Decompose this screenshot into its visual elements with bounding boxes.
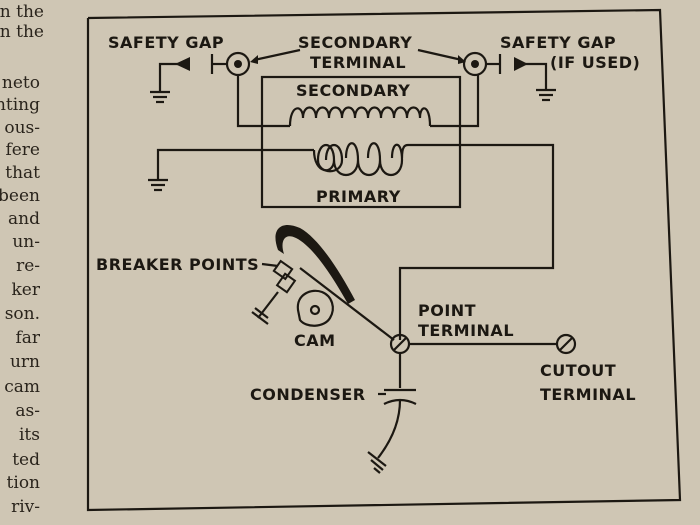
side-text-line: re- bbox=[16, 256, 40, 276]
secondary-terminal-right bbox=[462, 51, 488, 77]
condenser-label: CONDENSER bbox=[250, 385, 366, 404]
side-text-line: cam bbox=[4, 377, 40, 397]
breaker-points-label: BREAKER POINTS bbox=[96, 255, 259, 274]
side-text-line: ted bbox=[12, 450, 40, 470]
secondary-terminal-label-line1: SECONDARY bbox=[298, 33, 412, 52]
point-terminal-label-line2: TERMINAL bbox=[418, 321, 514, 340]
side-text-line: un- bbox=[12, 232, 40, 252]
primary-coil bbox=[312, 142, 409, 177]
primary-coil-label: PRIMARY bbox=[316, 187, 401, 206]
side-text-line: that bbox=[5, 163, 40, 183]
secondary-terminal-leader-right bbox=[417, 48, 463, 62]
safety-gap-left-label: SAFETY GAP bbox=[108, 33, 224, 52]
coil-core bbox=[260, 75, 462, 209]
safety-gap-right-label: SAFETY GAP bbox=[500, 33, 616, 52]
side-text-line: n the bbox=[0, 2, 44, 22]
cam bbox=[296, 289, 334, 327]
side-text-line: nting bbox=[0, 95, 40, 115]
cam-label: CAM bbox=[294, 331, 336, 350]
side-text-line: son. bbox=[4, 304, 40, 324]
breaker-points-leader bbox=[261, 262, 279, 268]
side-text-line: n the bbox=[0, 22, 44, 42]
safety-gap-right-symbol bbox=[486, 54, 556, 102]
side-text-line: tion bbox=[6, 473, 40, 493]
page-side-text: n the n the neto nting ous- fere that be… bbox=[0, 0, 60, 525]
safety-gap-left-symbol bbox=[150, 54, 227, 104]
side-text-line: been bbox=[0, 186, 40, 206]
cutout-terminal-label-line1: CUTOUT bbox=[540, 361, 616, 380]
secondary-lead bbox=[236, 75, 290, 128]
cutout-terminal-label-line2: TERMINAL bbox=[540, 385, 636, 404]
secondary-terminal-left bbox=[225, 51, 251, 77]
secondary-coil bbox=[288, 106, 432, 127]
diagram-frame bbox=[86, 8, 682, 512]
side-text-line: neto bbox=[1, 73, 40, 93]
side-text-line: and bbox=[8, 209, 40, 229]
cutout-terminal bbox=[555, 333, 577, 355]
side-text-line: its bbox=[19, 425, 40, 445]
side-text-line: as- bbox=[15, 401, 40, 421]
primary-lead bbox=[398, 143, 555, 340]
secondary-coil-label: SECONDARY bbox=[296, 81, 410, 100]
side-text-line: ous- bbox=[4, 118, 40, 138]
if-used-label: (IF USED) bbox=[550, 53, 640, 72]
side-text-line: riv- bbox=[11, 497, 40, 517]
secondary-terminal-label-line2: TERMINAL bbox=[310, 53, 406, 72]
side-text-line: ker bbox=[11, 280, 41, 300]
secondary-terminal-leader-left bbox=[253, 48, 301, 62]
side-text-line: fere bbox=[5, 140, 40, 160]
secondary-lead-right bbox=[430, 75, 480, 128]
breaker-arm bbox=[275, 224, 395, 341]
side-text-line: urn bbox=[9, 352, 40, 372]
primary-ground bbox=[148, 148, 314, 192]
condenser bbox=[367, 353, 417, 474]
side-text-line: far bbox=[15, 328, 40, 348]
point-terminal-label-line1: POINT bbox=[418, 301, 476, 320]
